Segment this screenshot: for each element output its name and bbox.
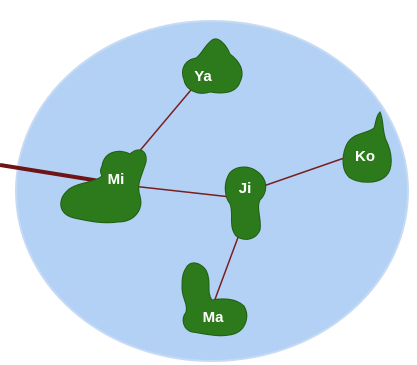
- link-ji-ko: [251, 155, 351, 191]
- island-mi[interactable]: [60, 149, 147, 224]
- island-ma[interactable]: [181, 262, 248, 337]
- island-ko[interactable]: [342, 111, 392, 183]
- label-ya: Ya: [194, 68, 212, 85]
- islands-layer: [60, 38, 392, 337]
- island-ya[interactable]: [182, 38, 243, 94]
- link-mi-ji: [131, 185, 241, 199]
- link-mi-ya: [131, 83, 197, 161]
- label-ji: Ji: [239, 180, 252, 197]
- label-ko: Ko: [355, 148, 375, 165]
- labels-layer: Ya Mi Ji Ko Ma: [108, 68, 375, 326]
- label-mi: Mi: [108, 171, 125, 188]
- link-ji-ma: [213, 231, 241, 303]
- island-ji[interactable]: [224, 166, 267, 240]
- background-disc: [15, 20, 409, 362]
- label-ma: Ma: [203, 309, 224, 326]
